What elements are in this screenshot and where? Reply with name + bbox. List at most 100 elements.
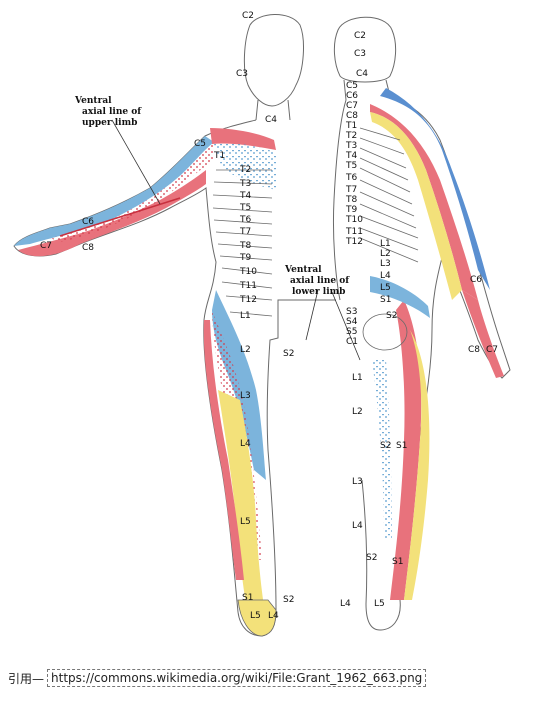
upper-limb-line3: upper limb [82, 118, 137, 128]
front-leg-dermatomes [203, 290, 277, 637]
segment-label-c1: C1 [346, 337, 358, 347]
segment-label-t6: T6 [239, 215, 251, 225]
segment-label-s2: S2 [366, 553, 377, 563]
segment-label-t4: T4 [239, 191, 251, 201]
lower-limb-line2: axial line of [290, 276, 350, 286]
segment-label-c4: C4 [356, 69, 368, 79]
segment-label-t8: T8 [239, 241, 251, 251]
lower-limb-annotation: Ventral axial line of lower limb [284, 265, 350, 297]
segment-label-l5: L5 [250, 611, 261, 621]
segment-label-t8: T8 [345, 195, 357, 205]
segment-label-c4: C4 [265, 115, 277, 125]
segment-label-t3: T3 [239, 179, 251, 189]
source-link[interactable]: https://commons.wikimedia.org/wiki/File:… [47, 669, 427, 687]
segment-label-l5: L5 [380, 283, 391, 293]
back-sacral-blue [370, 276, 430, 318]
segment-label-c6: C6 [82, 217, 94, 227]
segment-label-t9: T9 [345, 205, 357, 215]
back-lower-red [390, 300, 422, 600]
segment-label-c8: C8 [346, 111, 358, 121]
segment-label-l2: L2 [380, 249, 391, 259]
segment-label-l4: L4 [268, 611, 279, 621]
segment-label-l4: L4 [240, 439, 251, 449]
segment-label-s2: S2 [283, 595, 294, 605]
segment-label-t1: T1 [345, 121, 357, 131]
segment-label-t2: T2 [345, 131, 357, 141]
segment-label-l5: L5 [374, 599, 385, 609]
segment-label-t6: T6 [345, 173, 357, 183]
segment-label-s4: S4 [346, 317, 358, 327]
segment-label-t4: T4 [345, 151, 357, 161]
segment-label-c7: C7 [40, 241, 52, 251]
segment-label-c2: C2 [242, 11, 254, 21]
front-leg-yellow [218, 390, 268, 630]
segment-label-s1: S1 [392, 557, 403, 567]
segment-label-c3: C3 [354, 49, 366, 59]
segment-label-t7: T7 [345, 185, 357, 195]
segment-label-c6: C6 [470, 275, 482, 285]
segment-label-t1: T1 [213, 151, 225, 161]
segment-label-l4: L4 [340, 599, 351, 609]
segment-label-c7: C7 [486, 345, 498, 355]
segment-label-l1: L1 [240, 311, 251, 321]
segment-label-t11: T11 [345, 227, 363, 237]
segment-label-s5: S5 [346, 327, 357, 337]
front-arm-red-band [18, 170, 206, 257]
segment-label-t9: T9 [239, 253, 251, 263]
upper-limb-line1: Ventral [74, 96, 112, 106]
back-red-band [370, 104, 478, 300]
back-yellow-band [370, 112, 462, 300]
front-shoulder-red [210, 128, 276, 150]
front-arm-dermatomes [14, 128, 276, 257]
segment-label-s3: S3 [346, 307, 357, 317]
segment-label-c8: C8 [82, 243, 94, 253]
segment-label-c3: C3 [236, 69, 248, 79]
back-blue-band [380, 88, 490, 290]
segment-label-s2: S2 [386, 311, 397, 321]
dermatome-diagram: Ventral axial line of upper limb Ventral… [13, 11, 511, 637]
front-trunk-lines [212, 169, 273, 317]
segment-label-t7: T7 [239, 227, 251, 237]
segment-label-l4: L4 [380, 271, 391, 281]
lower-limb-line1: Ventral [284, 265, 322, 275]
front-head [243, 14, 304, 107]
front-foot [237, 599, 277, 637]
segment-label-s2: S2 [283, 349, 294, 359]
segment-label-l2: L2 [240, 345, 251, 355]
dermatome-svg: Ventral axial line of upper limb Ventral… [13, 11, 511, 637]
segment-label-t12: T12 [345, 237, 363, 247]
segment-label-t5: T5 [345, 161, 357, 171]
segment-label-t12: T12 [239, 295, 257, 305]
caption-prefix: 引用— [8, 671, 45, 686]
segment-label-t11: T11 [239, 281, 257, 291]
lower-limb-line3: lower limb [292, 287, 345, 297]
segment-label-t10: T10 [239, 267, 257, 277]
segment-label-t2: T2 [239, 165, 251, 175]
segment-label-t3: T3 [345, 141, 357, 151]
segment-label-s1: S1 [396, 441, 407, 451]
back-lower-dotted [372, 360, 392, 540]
segment-label-l5: L5 [240, 517, 251, 527]
upper-limb-line2: axial line of [82, 107, 142, 117]
segment-label-s1: S1 [242, 593, 253, 603]
segment-label-l4: L4 [352, 521, 363, 531]
segment-label-l3: L3 [380, 259, 391, 269]
segment-label-c5: C5 [194, 139, 206, 149]
front-shoulder-dotted [214, 142, 276, 190]
back-arm-red [462, 290, 504, 378]
segment-label-s2: S2 [380, 441, 391, 451]
back-dermatomes [370, 88, 504, 600]
segment-label-c5: C5 [346, 81, 358, 91]
segment-label-t10: T10 [345, 215, 363, 225]
segment-label-c8: C8 [468, 345, 480, 355]
segment-label-l3: L3 [352, 477, 363, 487]
segment-label-c7: C7 [346, 101, 358, 111]
segment-label-l1: L1 [380, 239, 391, 249]
segment-label-l3: L3 [240, 391, 251, 401]
back-head [333, 16, 397, 83]
segment-label-s1: S1 [380, 295, 391, 305]
upper-limb-annotation: Ventral axial line of upper limb [74, 96, 142, 128]
segment-label-t5: T5 [239, 203, 251, 213]
segment-label-c2: C2 [354, 31, 366, 41]
